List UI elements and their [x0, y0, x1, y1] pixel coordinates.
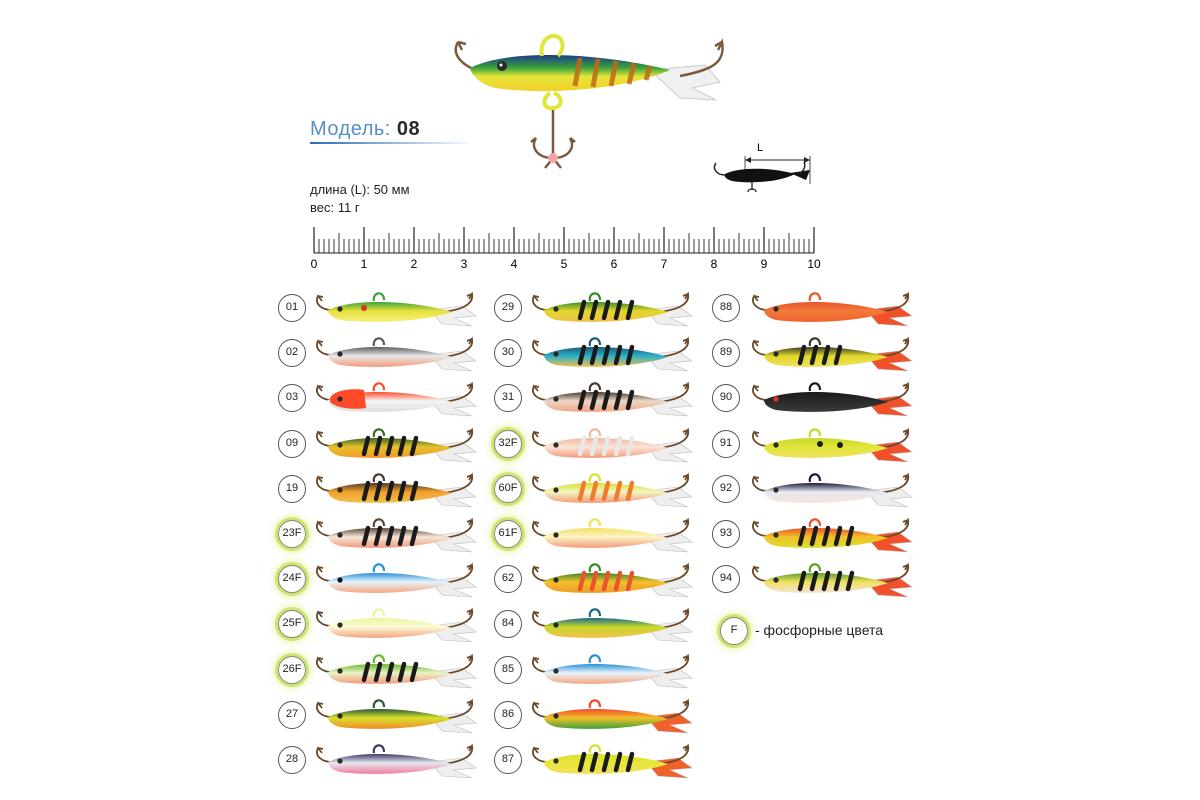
- lure-62: [532, 562, 693, 598]
- color-code-badge: 87: [494, 746, 522, 774]
- lure-28: [316, 743, 477, 779]
- color-code-badge: 94: [712, 565, 740, 594]
- ruler-label: 9: [761, 257, 768, 271]
- color-code-badge: 25F: [278, 610, 306, 639]
- color-code-badge: 28: [278, 746, 306, 774]
- lure-87: [532, 743, 693, 779]
- lure-61F: [532, 517, 693, 553]
- color-code-badge: 26F: [278, 655, 306, 684]
- color-code-badge: 85: [494, 655, 522, 684]
- ruler-label: 7: [661, 257, 668, 271]
- length-diagram: L: [713, 142, 811, 193]
- lure-92: [752, 472, 913, 508]
- color-code-badge: 89: [712, 339, 740, 368]
- model-title: Модель: 08: [310, 118, 420, 141]
- spec-weight: вес: 11 г: [310, 200, 360, 215]
- color-code-badge: 62: [494, 565, 522, 594]
- ruler-label: 0: [311, 257, 318, 271]
- phosphor-legend-badge: F: [720, 617, 748, 645]
- color-code-badge: 32F: [494, 429, 522, 458]
- color-code-badge: 86: [494, 700, 522, 729]
- lure-02: [316, 336, 477, 372]
- color-code-badge: 84: [494, 610, 522, 639]
- lure-89: [752, 336, 913, 372]
- measurement-ruler: 0 1 2 3 4 5 6 7 8 9 10: [311, 227, 821, 271]
- lure-90: [752, 381, 913, 417]
- lure-85: [532, 653, 693, 688]
- lure-24F: [316, 562, 477, 598]
- lure-27: [316, 698, 477, 734]
- ruler-label: 8: [711, 257, 718, 271]
- color-code-badge: 93: [712, 520, 740, 548]
- ruler-label: 5: [561, 257, 568, 271]
- lure-91: [752, 427, 913, 462]
- ruler-label: 2: [411, 257, 418, 271]
- color-code-badge: 61F: [494, 520, 522, 548]
- color-code-badge: 03: [278, 384, 306, 413]
- lure-29: [532, 291, 693, 327]
- model-underline: [310, 142, 475, 144]
- color-code-badge: 30: [494, 339, 522, 368]
- spec-block: длина (L): 50 мм вес: 11 г: [310, 181, 410, 217]
- ruler-label: 3: [461, 257, 468, 271]
- color-code-badge: 60F: [494, 474, 522, 503]
- lure-09: [316, 427, 477, 462]
- hero-lure-image: [454, 33, 724, 169]
- lure-88: [752, 291, 913, 327]
- lure-32F: [532, 427, 693, 462]
- lure-19: [316, 472, 477, 508]
- ruler-label: 10: [807, 257, 821, 271]
- color-code-badge: 90: [712, 384, 740, 413]
- color-code-badge: 09: [278, 429, 306, 458]
- ruler-label: 1: [361, 257, 368, 271]
- lure-31: [532, 381, 693, 417]
- lure-60F: [532, 472, 693, 508]
- lure-25F: [316, 607, 477, 643]
- phosphor-legend-text: - фосфорные цвета: [755, 622, 884, 638]
- color-code-badge: 24F: [278, 565, 306, 594]
- lure-86: [532, 698, 693, 734]
- color-code-badge: 23F: [278, 520, 306, 548]
- color-code-badge: 19: [278, 474, 306, 503]
- lure-84: [532, 607, 693, 643]
- ruler-label: 4: [511, 257, 518, 271]
- model-number: 08: [396, 118, 421, 140]
- model-label: Модель:: [310, 118, 391, 140]
- lure-03: [316, 381, 477, 417]
- spec-length: длина (L): 50 мм: [310, 182, 410, 197]
- diagram-length-label: L: [757, 142, 763, 154]
- color-code-badge: 27: [278, 700, 306, 729]
- lure-01: [316, 291, 477, 327]
- color-code-badge: 29: [494, 294, 522, 322]
- color-code-badge: 92: [712, 474, 740, 503]
- color-code-badge: 88: [712, 294, 740, 322]
- lure-93: [752, 517, 913, 553]
- color-code-badge: 31: [494, 384, 522, 413]
- ruler-label: 6: [611, 257, 618, 271]
- color-code-badge: 02: [278, 339, 306, 368]
- lure-26F: [316, 653, 477, 688]
- lure-30: [532, 336, 693, 372]
- lure-94: [752, 562, 913, 598]
- color-code-badge: 91: [712, 429, 740, 458]
- lure-23F: [316, 517, 477, 553]
- color-code-badge: 01: [278, 294, 306, 322]
